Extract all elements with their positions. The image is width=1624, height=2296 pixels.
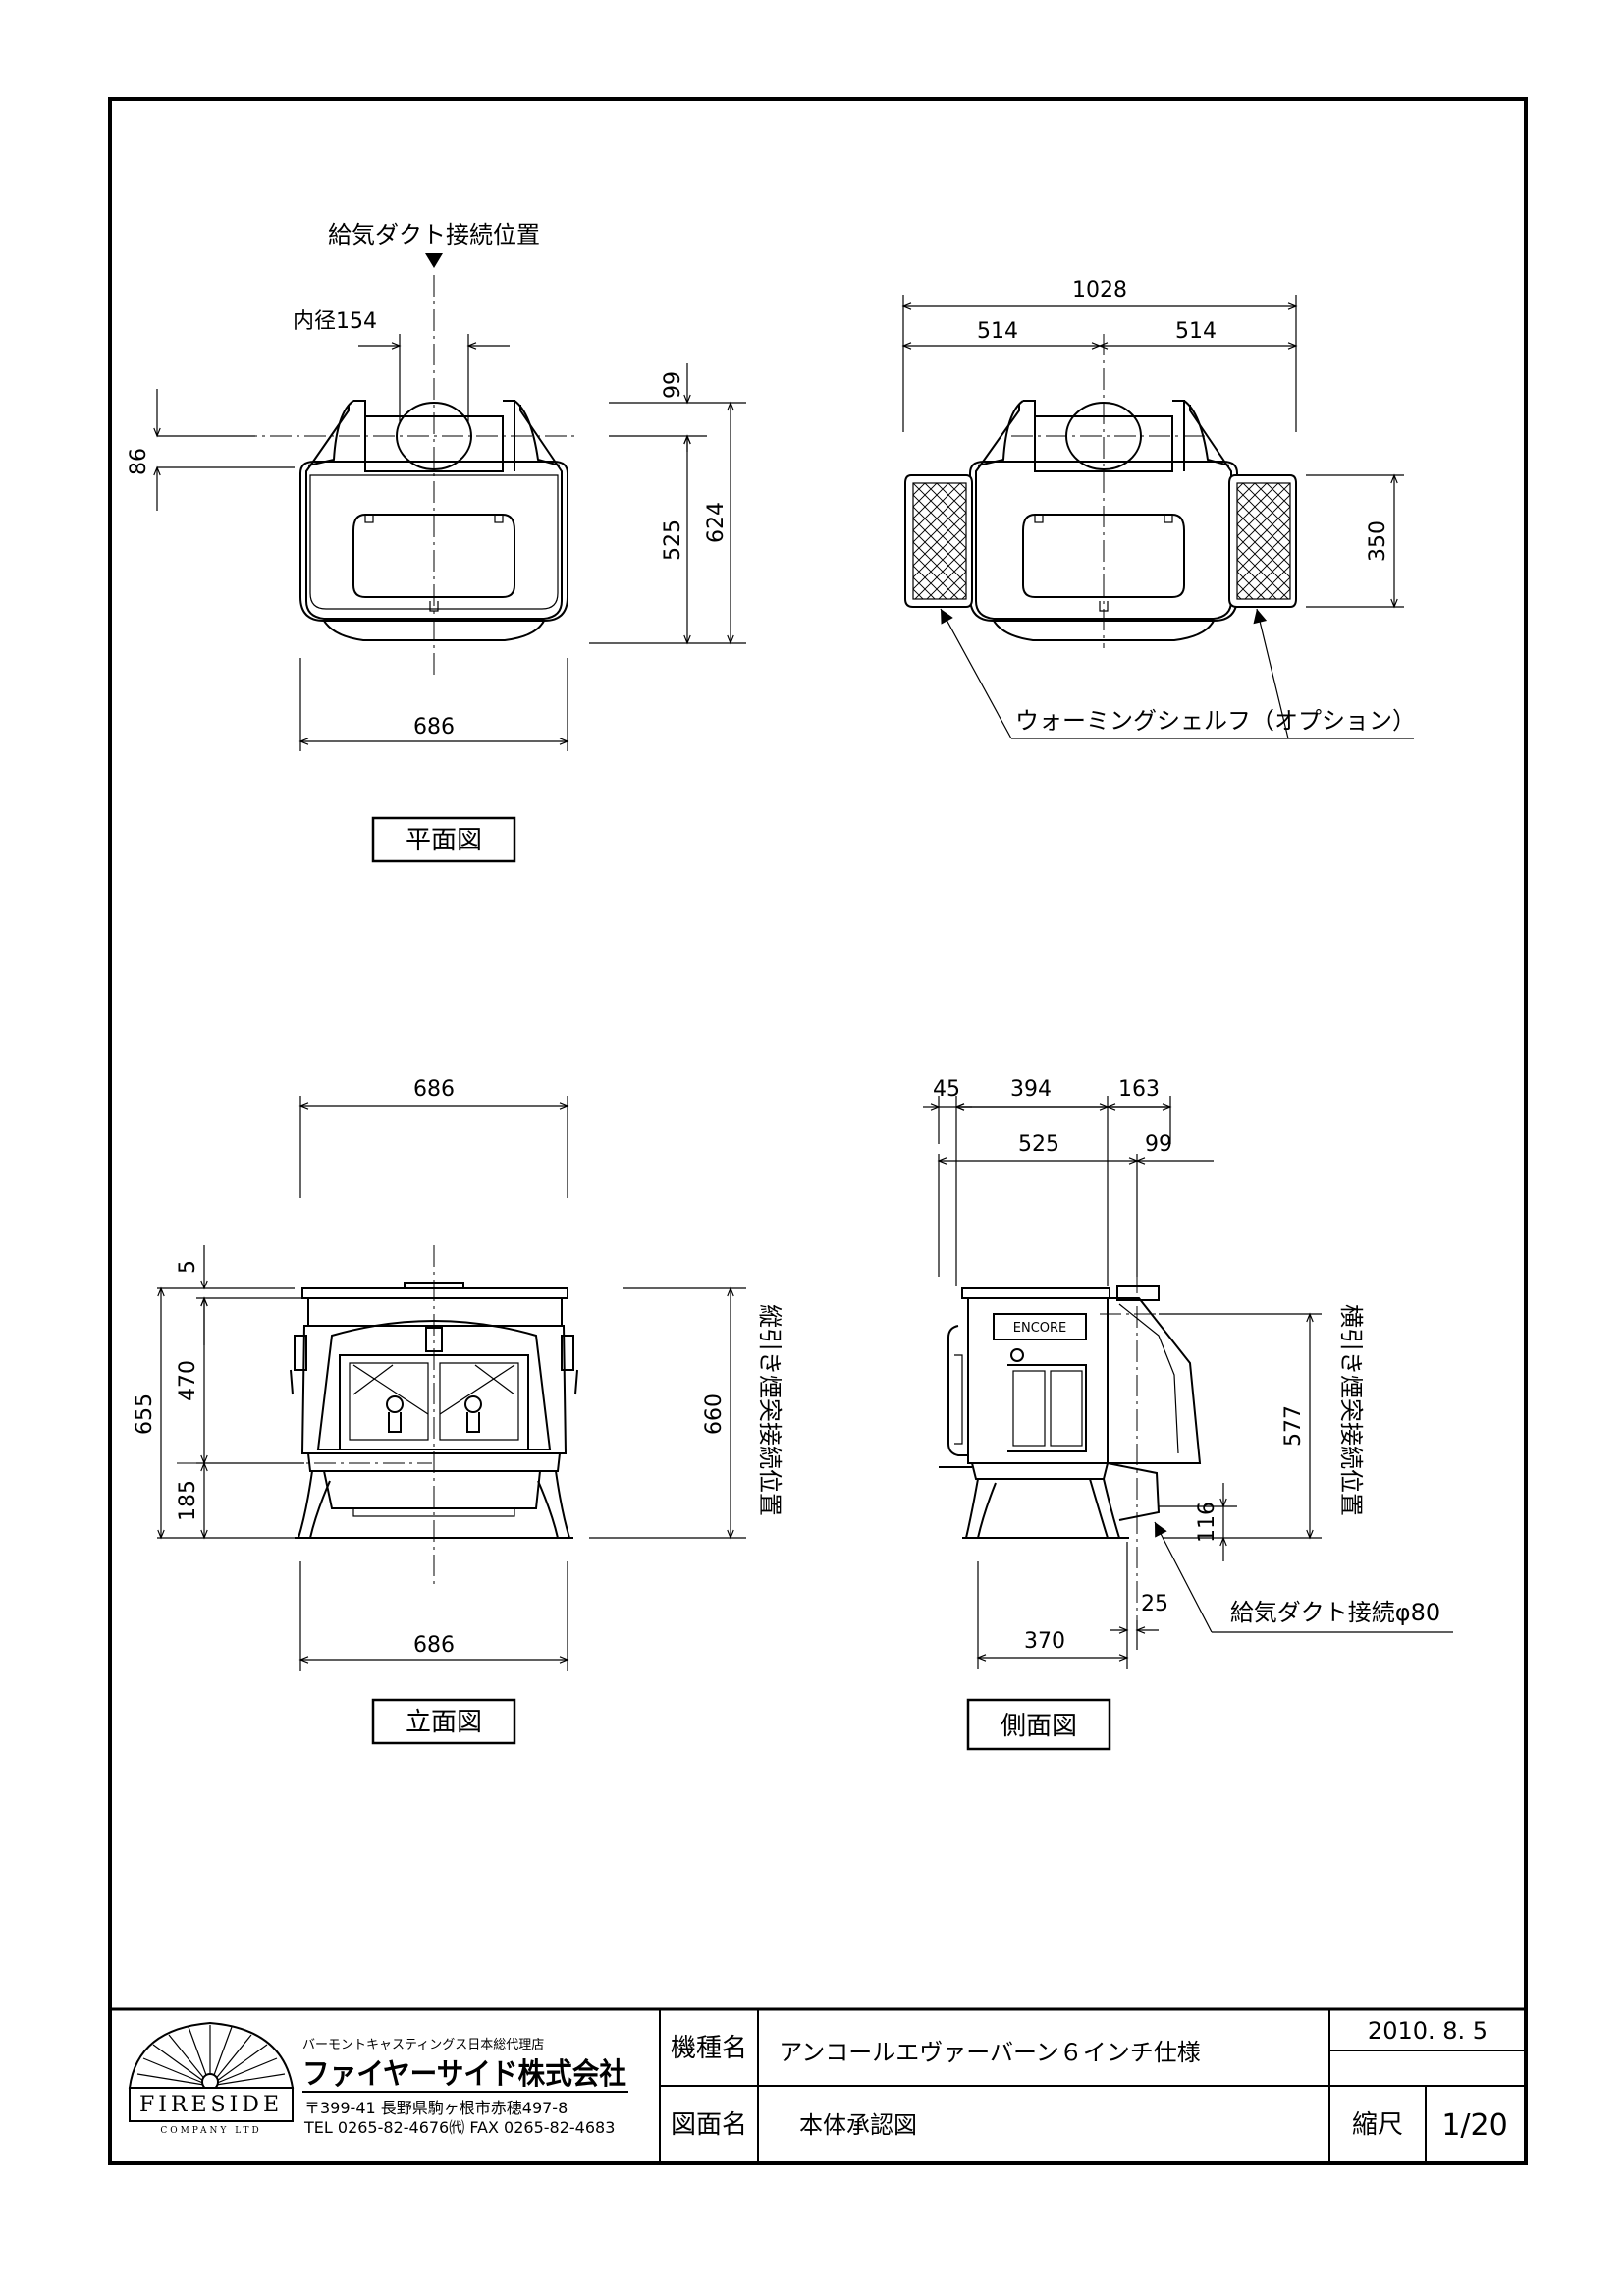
inner-diameter-label: 内径154 — [293, 309, 377, 334]
dim-686-plan: 686 — [413, 715, 455, 739]
front-view-title: 立面図 — [406, 1708, 482, 1737]
scale-label: 縮尺 — [1352, 2110, 1403, 2140]
side-view: 45 394 163 525 99 ENCORE — [923, 1077, 1453, 1751]
front-view: 686 5 470 185 65 — [133, 1077, 784, 1745]
dim-45: 45 — [933, 1077, 960, 1102]
company-name: ファイヤーサイド株式会社 — [302, 2057, 626, 2092]
drawing-date: 2010. 8. 5 — [1368, 2017, 1488, 2045]
dim-525-plan: 525 — [661, 519, 685, 561]
plan-shelf-view: 1028 514 514 350 ウォーミングシェルフ（オプション） — [901, 278, 1416, 739]
side-view-title-box — [966, 1698, 1111, 1751]
air-duct-phi80-label: 給気ダクト接続φ80 — [1230, 1599, 1440, 1626]
logo-text: FIRESIDE — [139, 2093, 283, 2117]
dim-116: 116 — [1195, 1502, 1219, 1543]
company-address: 〒399-41 長野県駒ヶ根市赤穂497-8 — [304, 2099, 568, 2117]
dim-350: 350 — [1366, 520, 1390, 562]
dim-99-plan: 99 — [661, 371, 685, 399]
dim-514-left: 514 — [977, 319, 1018, 344]
fireside-logo: FIRESIDE COMPANY LTD — [128, 2021, 295, 2136]
model-label: 機種名 — [671, 2034, 747, 2063]
encore-badge: ENCORE — [1013, 1321, 1067, 1336]
model-value: アンコールエヴァーバーン６インチ仕様 — [779, 2039, 1201, 2066]
scale-value: 1/20 — [1441, 2108, 1507, 2143]
dim-624-plan: 624 — [704, 502, 729, 543]
drawing-label: 図面名 — [671, 2110, 747, 2140]
dim-99-side: 99 — [1145, 1132, 1172, 1157]
side-view-title: 側面図 — [1001, 1712, 1077, 1741]
dim-25: 25 — [1141, 1592, 1168, 1616]
company-phone: TEL 0265-82-4676㈹ FAX 0265-82-4683 — [303, 2118, 615, 2137]
plan-view: 給気ダクト接続位置 内径154 86 99 — [127, 221, 746, 863]
dim-185: 185 — [176, 1480, 200, 1521]
dim-86: 86 — [127, 448, 151, 475]
plan-view-title-box — [371, 816, 516, 863]
air-duct-marker-icon — [425, 253, 443, 268]
vertical-flue-label: 縦引き煙突接続位置 — [756, 1304, 784, 1516]
dim-1028: 1028 — [1072, 278, 1127, 302]
warming-shelf-label: ウォーミングシェルフ（オプション） — [1015, 707, 1416, 735]
dim-577: 577 — [1281, 1405, 1306, 1447]
title-block: FIRESIDE COMPANY LTD バーモントキャスティングス日本総代理店… — [110, 2007, 1526, 2163]
dim-686-front-top: 686 — [413, 1077, 455, 1102]
drawing-value: 本体承認図 — [799, 2111, 917, 2139]
dim-470: 470 — [176, 1360, 200, 1401]
dim-655: 655 — [133, 1394, 157, 1435]
horizontal-flue-label: 横引き煙突接続位置 — [1337, 1304, 1365, 1516]
air-duct-position-label: 給気ダクト接続位置 — [328, 221, 540, 248]
dim-163: 163 — [1118, 1077, 1160, 1102]
dim-525-side: 525 — [1018, 1132, 1059, 1157]
dim-394: 394 — [1010, 1077, 1052, 1102]
dim-660: 660 — [702, 1394, 727, 1435]
dim-686-front-bottom: 686 — [413, 1633, 455, 1658]
front-view-title-box — [371, 1698, 516, 1745]
logo-subtext: COMPANY LTD — [160, 2126, 261, 2136]
company-tagline: バーモントキャスティングス日本総代理店 — [302, 2038, 544, 2052]
dim-514-right: 514 — [1175, 319, 1217, 344]
dim-5: 5 — [176, 1260, 200, 1274]
plan-view-title: 平面図 — [406, 826, 482, 855]
sheet-border — [108, 97, 1528, 2165]
dim-370: 370 — [1024, 1629, 1065, 1654]
